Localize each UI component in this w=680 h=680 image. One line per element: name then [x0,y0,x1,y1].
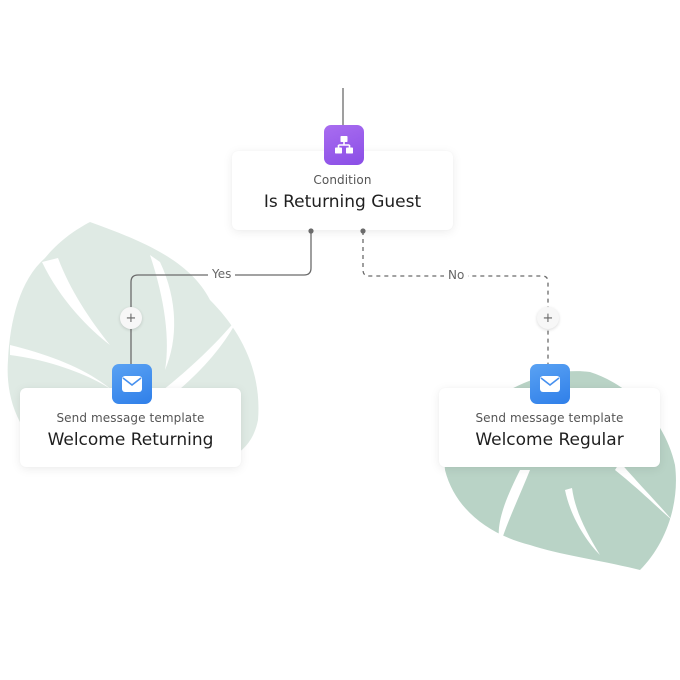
no-label[interactable]: No [444,268,469,282]
left-leaf-slit-3 [10,345,112,390]
node-type-label: Condition [313,173,372,187]
right-leaf-slit-2 [615,462,672,520]
node-type-label: Send message template [475,411,624,425]
yes-connector [130,231,312,366]
node-title: Is Returning Guest [263,192,422,212]
node-title: Welcome Returning [47,430,214,450]
branch-icon [335,136,353,154]
yes-action-node-icon[interactable] [112,364,152,404]
plus-icon: + [542,310,554,326]
left-leaf-slit-2 [150,255,175,370]
condition-node-icon[interactable] [324,125,364,165]
no-connector [362,231,549,366]
node-title: Welcome Regular [475,430,624,450]
envelope-icon [122,376,142,392]
left-leaf-slit-4 [150,315,240,405]
add-step-button-no[interactable]: + [537,307,559,329]
left-leaf-slit-1 [42,258,110,345]
right-leaf-slit-1 [498,470,530,545]
no-action-node-icon[interactable] [530,364,570,404]
envelope-icon [540,376,560,392]
node-type-label: Send message template [56,411,205,425]
right-leaf-slit-3 [565,488,600,555]
plus-icon: + [125,310,137,326]
yes-label[interactable]: Yes [208,267,236,281]
add-step-button-yes[interactable]: + [120,307,142,329]
